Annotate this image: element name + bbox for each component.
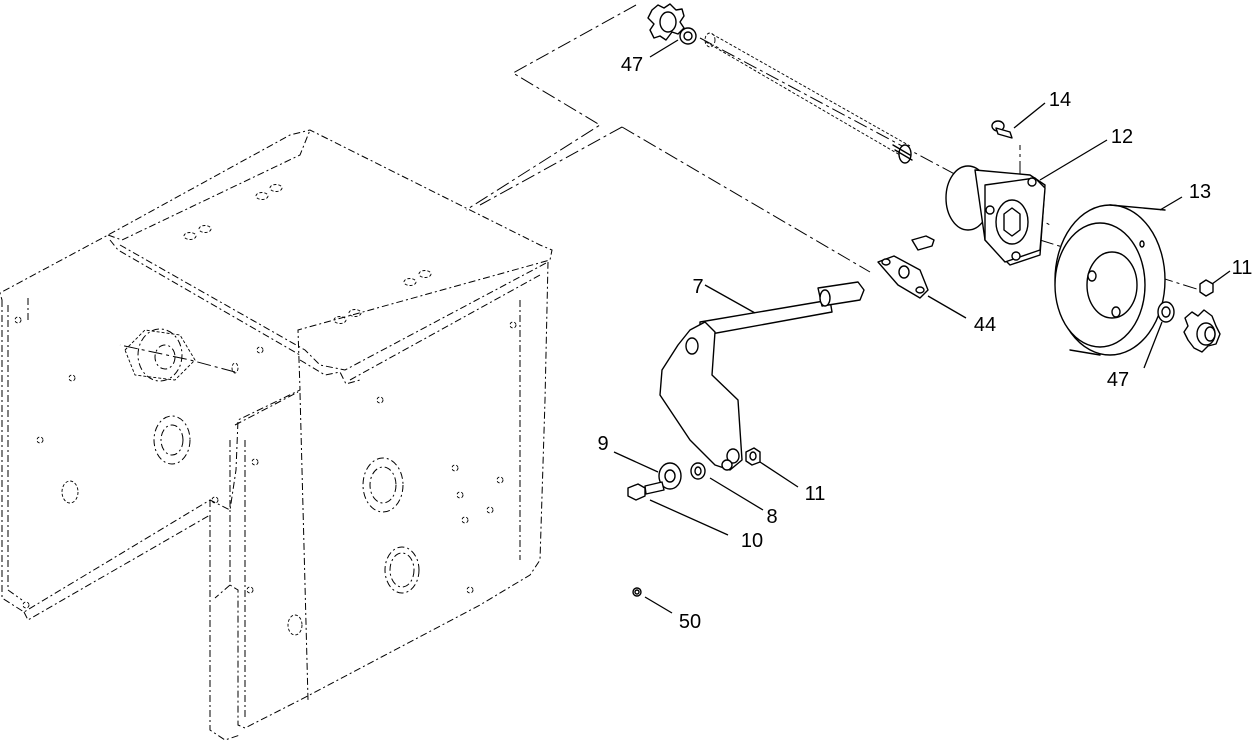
nut-50	[632, 587, 642, 597]
idler-hardware	[627, 447, 761, 501]
callout-13: 13	[1189, 181, 1211, 203]
callout-12: 12	[1111, 126, 1133, 148]
sprocket-right	[1157, 301, 1221, 353]
bracket-44	[877, 235, 935, 299]
sprocket-top	[647, 3, 697, 45]
callout-14: 14	[1049, 89, 1071, 111]
callout-11-mid: 11	[805, 483, 826, 505]
shift-arm	[659, 281, 865, 471]
drive-pulley	[1054, 204, 1166, 356]
pulley-housing	[945, 165, 1046, 266]
callout-47-top: 47	[621, 54, 643, 76]
callout-8: 8	[766, 506, 777, 528]
callout-9: 9	[597, 433, 608, 455]
callout-44: 44	[974, 314, 996, 336]
nut-11-right	[1199, 279, 1214, 297]
callout-11-right: 11	[1232, 257, 1253, 279]
chassis-phantom	[0, 129, 553, 741]
callout-labels: 47 14 12 13 11 47 7 44 9 11 8 10 50	[597, 54, 1252, 633]
shaft-phantom	[704, 32, 913, 164]
callout-50: 50	[679, 611, 701, 633]
bolt-14	[991, 120, 1013, 139]
callout-10: 10	[741, 530, 763, 552]
leader-lines	[613, 39, 1231, 614]
callout-47-right: 47	[1107, 369, 1129, 391]
callout-7: 7	[692, 276, 703, 298]
